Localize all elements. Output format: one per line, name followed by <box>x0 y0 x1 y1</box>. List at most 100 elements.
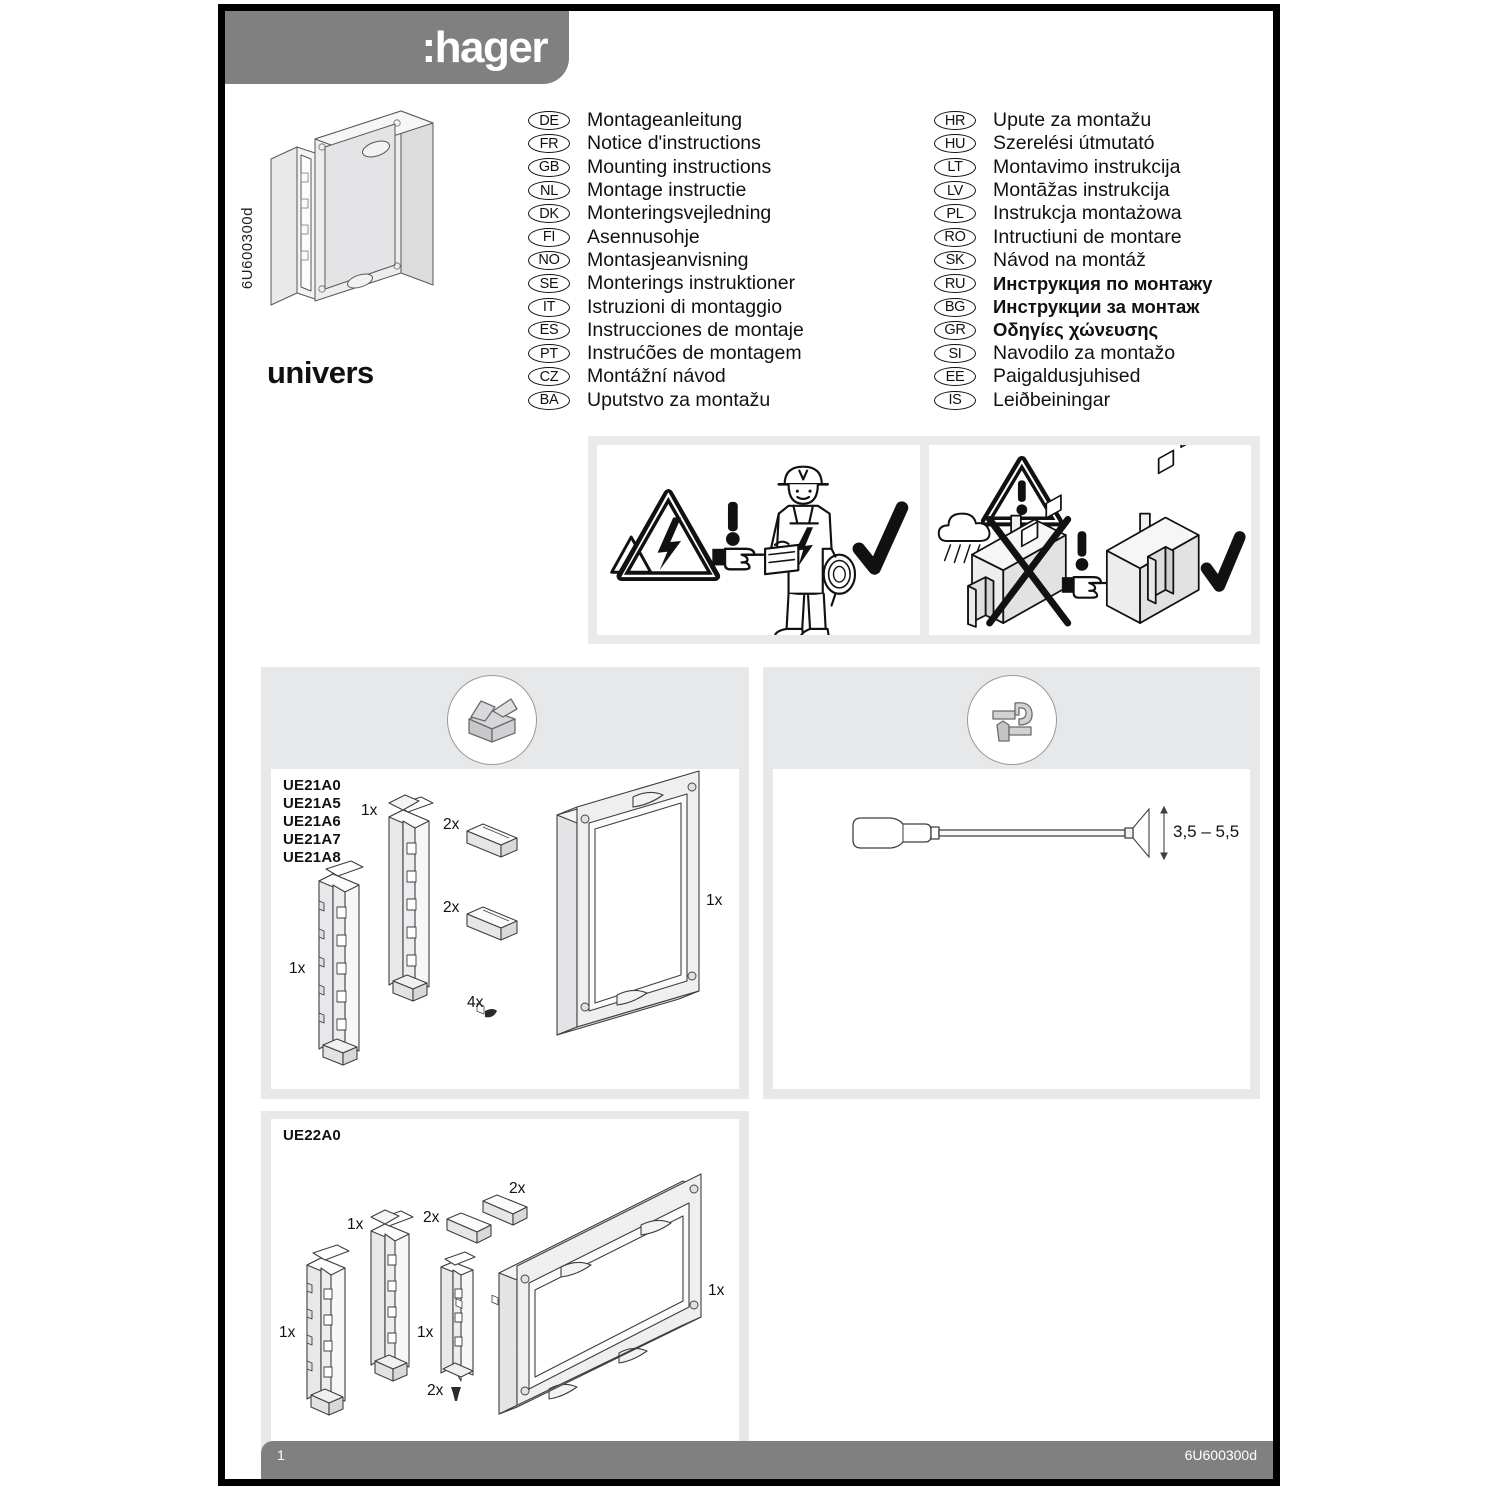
qty-label-item-1: 1x <box>361 802 378 819</box>
part-code-4: UE21A8 <box>283 849 341 866</box>
pointing-hand-icon <box>1061 576 1112 599</box>
connector-lower <box>446 1212 492 1309</box>
qty-label-item-0: 1x <box>289 960 306 977</box>
wrench-hammer-icon <box>967 675 1057 765</box>
language-row-hr: HR Upute za montažu <box>934 109 1212 132</box>
connector-lower <box>466 906 518 1015</box>
language-code-badge: SK <box>934 250 976 270</box>
language-code-badge: IS <box>934 390 976 410</box>
cross-out-icon <box>985 516 1071 627</box>
language-label: Instrućões de montagem <box>587 342 802 365</box>
language-code-badge: PL <box>934 204 976 224</box>
connector-upper <box>482 1194 528 1306</box>
din-rail-carrier-middle <box>370 1209 414 1382</box>
language-code-badge: ES <box>528 320 570 340</box>
qty-label-c-3: 2x <box>423 1209 440 1226</box>
language-label: Montasjeanvisning <box>587 248 749 271</box>
language-row-no: NO Montasjeanvisning <box>528 249 804 272</box>
language-label: Инструкция по монтажу <box>993 272 1213 294</box>
panel-body-tools: 3,5 – 5,5 <box>773 769 1250 1089</box>
pointing-hand-icon <box>712 547 765 571</box>
language-label: Instrukcja montażowa <box>993 202 1182 225</box>
instruction-sheet: :hager 6U600300d <box>218 4 1280 1486</box>
language-code-badge: NO <box>528 250 570 270</box>
language-row-ee: EE Paigaldusjuhised <box>934 365 1212 388</box>
language-label: Navodilo za montažo <box>993 342 1176 365</box>
language-code-badge: GR <box>934 320 976 340</box>
qty-label-c-4: 2x <box>509 1180 526 1197</box>
language-code-badge: LT <box>934 157 976 177</box>
language-code-badge: BG <box>934 297 976 317</box>
language-code-badge: FI <box>528 227 570 247</box>
language-label: Montāžas instrukcija <box>993 179 1170 202</box>
vertical-doc-reference: 6U600300d <box>239 207 256 290</box>
language-row-fi: FI Asennusohje <box>528 225 804 248</box>
language-code-badge: SE <box>528 274 570 294</box>
language-code-badge: RU <box>934 274 976 294</box>
language-code-badge: IT <box>528 297 570 317</box>
part-code-ue22a0: UE22A0 <box>283 1127 341 1144</box>
exclamation-icon <box>1075 531 1088 571</box>
panel-tools: 3,5 – 5,5 <box>763 667 1260 1099</box>
language-label: Návod na montáž <box>993 248 1146 271</box>
language-row-se: SE Monterings instruktioner <box>528 272 804 295</box>
high-voltage-triangle-icon <box>610 489 721 582</box>
language-label: Οδηγίες χώνευσης <box>993 319 1159 341</box>
language-label: Инструкции за монтаж <box>993 296 1200 318</box>
language-row-it: IT Istruzioni di montaggio <box>528 295 804 318</box>
checkmark-icon <box>1200 531 1246 592</box>
language-row-gr: GR Οδηγίες χώνευσης <box>934 319 1212 342</box>
language-code-badge: NL <box>528 181 570 201</box>
language-code-badge: LV <box>934 181 976 201</box>
language-row-es: ES Instrucciones de montaje <box>528 319 804 342</box>
hager-logo: :hager <box>421 22 549 72</box>
language-code-badge: SI <box>934 344 976 364</box>
language-label: Intructiuni de montare <box>993 225 1182 248</box>
language-row-ru: RU Инструкция по монтажу <box>934 272 1212 295</box>
din-rail-carrier-left <box>318 860 364 1066</box>
language-label: Instrucciones de montaje <box>587 318 804 341</box>
panel-body-contents-1: UE21A0 UE21A5 UE21A6 UE21A7 UE21A8 <box>271 769 739 1089</box>
language-label: Monterings instruktioner <box>587 272 796 295</box>
language-label: Asennusohje <box>587 225 700 248</box>
language-code-badge: PT <box>528 344 570 364</box>
language-label: Paigaldusjuhised <box>993 365 1141 388</box>
panel-body-contents-2: UE22A0 <box>271 1119 739 1441</box>
language-code-badge: BA <box>528 390 570 410</box>
language-code-badge: HR <box>934 111 976 131</box>
blade-width-label: 3,5 – 5,5 <box>1173 822 1240 841</box>
open-box-icon <box>447 675 537 765</box>
qty-label-item-5: 1x <box>706 892 723 909</box>
language-label: Istruzioni di montaggio <box>587 295 783 318</box>
panel-box-contents-1: UE21A0 UE21A5 UE21A6 UE21A7 UE21A8 <box>261 667 749 1099</box>
page-title: univers <box>267 355 374 390</box>
house-indoor-icon <box>1105 445 1200 624</box>
enclosure-frame <box>556 770 700 1036</box>
language-label: Monteringsvejledning <box>587 202 772 225</box>
page-footer: 1 6U600300d <box>261 1441 1273 1479</box>
brand-header-band: :hager <box>225 11 569 84</box>
din-rail-carrier-right <box>388 794 434 1002</box>
language-row-pl: PL Instrukcja montażowa <box>934 202 1212 225</box>
language-label: Mounting instructions <box>587 155 772 178</box>
part-code-0: UE21A0 <box>283 777 341 794</box>
language-code-badge: CZ <box>528 367 570 387</box>
language-code-badge: EE <box>934 367 976 387</box>
din-rail-carrier-left <box>306 1244 350 1416</box>
part-code-2: UE21A6 <box>283 813 341 830</box>
language-label: Upute za montažu <box>993 109 1152 132</box>
language-code-badge: DE <box>528 111 570 131</box>
qty-label-c-1: 1x <box>347 1216 364 1233</box>
screw <box>451 1387 461 1401</box>
language-code-badge: GB <box>528 157 570 177</box>
